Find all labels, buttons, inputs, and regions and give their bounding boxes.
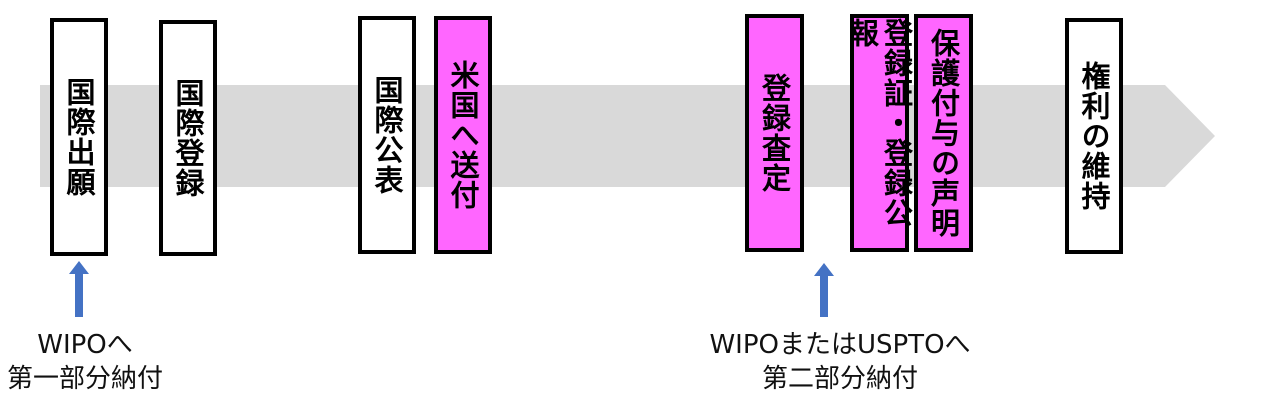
step-registration-decision: 登録査定 xyxy=(745,14,804,252)
step-label: 国際登録 xyxy=(171,78,205,198)
second-payment-line1: WIPOまたはUSPTOへ xyxy=(709,330,971,360)
step-international-application: 国際出願 xyxy=(50,18,108,256)
step-sent-to-us: 米国へ送付 xyxy=(434,16,492,254)
step-label: 権利の維持 xyxy=(1077,61,1111,211)
step-label: 保護付与の声明 xyxy=(926,28,961,238)
step-international-publication: 国際公表 xyxy=(358,16,416,254)
first-payment-arrow xyxy=(69,261,89,317)
step-international-registration: 国際登録 xyxy=(159,20,217,256)
step-label: 米国へ送付 xyxy=(446,60,480,210)
second-payment-note: WIPOまたはUSPTOへ 第二部分納付 xyxy=(690,328,990,396)
first-payment-line1: WIPOへ xyxy=(37,330,133,360)
step-certificate-and-gazette: 登録証・登録公報 xyxy=(846,14,914,252)
first-payment-note: WIPOへ 第一部分納付 xyxy=(0,328,170,396)
step-maintenance-of-rights: 権利の維持 xyxy=(1065,18,1123,254)
step-label: 登録証・登録公報 xyxy=(845,18,914,228)
step-label: 国際出願 xyxy=(62,77,96,197)
step-statement-of-grant: 保護付与の声明 xyxy=(914,14,973,252)
second-payment-arrow xyxy=(814,263,834,317)
second-payment-line2: 第二部分納付 xyxy=(761,364,918,394)
step-label: 国際公表 xyxy=(370,75,404,195)
first-payment-line2: 第一部分納付 xyxy=(6,364,163,394)
step-label: 登録査定 xyxy=(757,73,792,193)
